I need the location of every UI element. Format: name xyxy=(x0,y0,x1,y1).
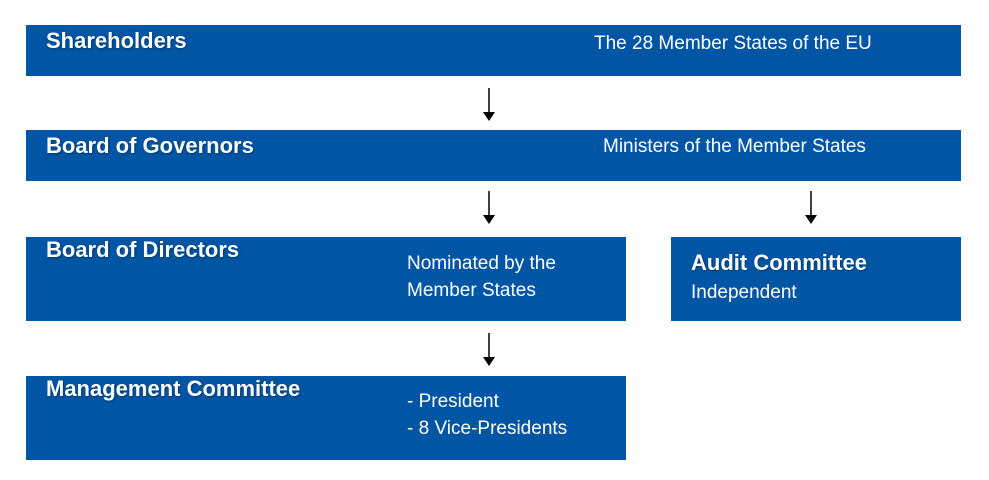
shareholders-box: Shareholders The 28 Member States of the… xyxy=(26,25,961,76)
audit-committee-title: Audit Committee xyxy=(691,250,867,275)
arrow-down-icon xyxy=(805,191,817,224)
shareholders-title: Shareholders xyxy=(46,28,187,53)
management-committee-desc-line1: - President xyxy=(407,391,499,412)
board-of-directors-desc-line2: Member States xyxy=(407,280,536,301)
board-of-directors-title: Board of Directors xyxy=(46,237,240,262)
audit-committee-desc: Independent xyxy=(691,282,797,303)
arrow-down-icon xyxy=(483,191,495,224)
board-of-governors-desc: Ministers of the Member States xyxy=(603,136,866,157)
arrow-down-icon xyxy=(483,88,495,121)
board-of-directors-desc-line1: Nominated by the xyxy=(407,253,556,274)
management-committee-box: Management Committee - President - 8 Vic… xyxy=(26,376,626,460)
management-committee-title: Management Committee xyxy=(46,376,301,401)
board-of-directors-box: Board of Directors Nominated by the Memb… xyxy=(26,237,626,321)
board-of-governors-title: Board of Governors xyxy=(46,133,254,158)
audit-committee-box: Audit Committee Independent xyxy=(671,237,961,321)
shareholders-desc: The 28 Member States of the EU xyxy=(594,33,872,54)
management-committee-desc-line2: - 8 Vice-Presidents xyxy=(407,418,568,439)
board-of-governors-box: Board of Governors Ministers of the Memb… xyxy=(26,130,961,181)
arrow-down-icon xyxy=(483,333,495,366)
